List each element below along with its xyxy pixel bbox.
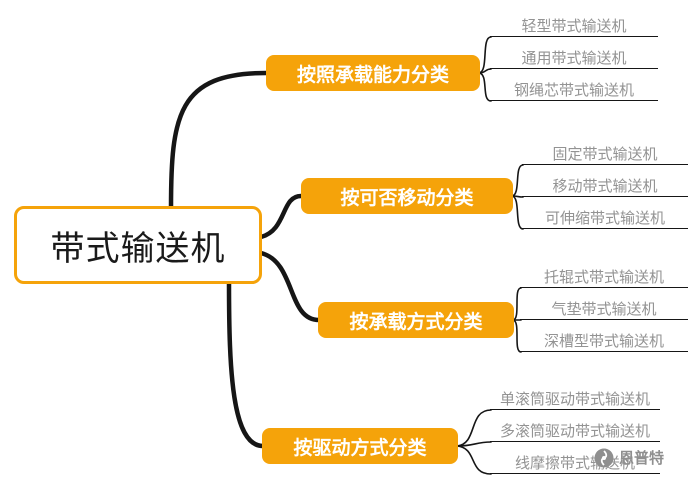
watermark: 恩普特 [594,447,664,468]
leaf-topic[interactable]: 移动带式输送机 [522,178,688,197]
branch-topic-drive-method[interactable]: 按驱动方式分类 [262,428,458,464]
leaf-topic[interactable]: 单滚筒驱动带式输送机 [490,391,660,410]
leaf-topic[interactable]: 气垫带式输送机 [520,301,688,320]
leaf-topic[interactable]: 固定带式输送机 [522,146,688,165]
branch-topic-carrying-method[interactable]: 按承载方式分类 [318,302,514,338]
branch-topic-mobility[interactable]: 按可否移动分类 [301,178,513,214]
leaf-topic[interactable]: 钢绳芯带式输送机 [490,82,658,101]
leaf-topic[interactable]: 托辊式带式输送机 [520,269,688,288]
root-topic[interactable]: 带式输送机 [14,206,262,284]
leaf-topic[interactable]: 可伸缩带式输送机 [522,210,688,229]
leaf-topic[interactable]: 多滚筒驱动带式输送机 [490,423,660,442]
leaf-topic[interactable]: 深槽型带式输送机 [520,333,688,352]
leaf-topic[interactable]: 轻型带式输送机 [490,18,658,37]
leaf-topic[interactable]: 通用带式输送机 [490,50,658,69]
branch-topic-load-capacity[interactable]: 按照承载能力分类 [266,55,480,91]
watermark-logo-icon [594,448,614,468]
watermark-text: 恩普特 [619,450,665,467]
